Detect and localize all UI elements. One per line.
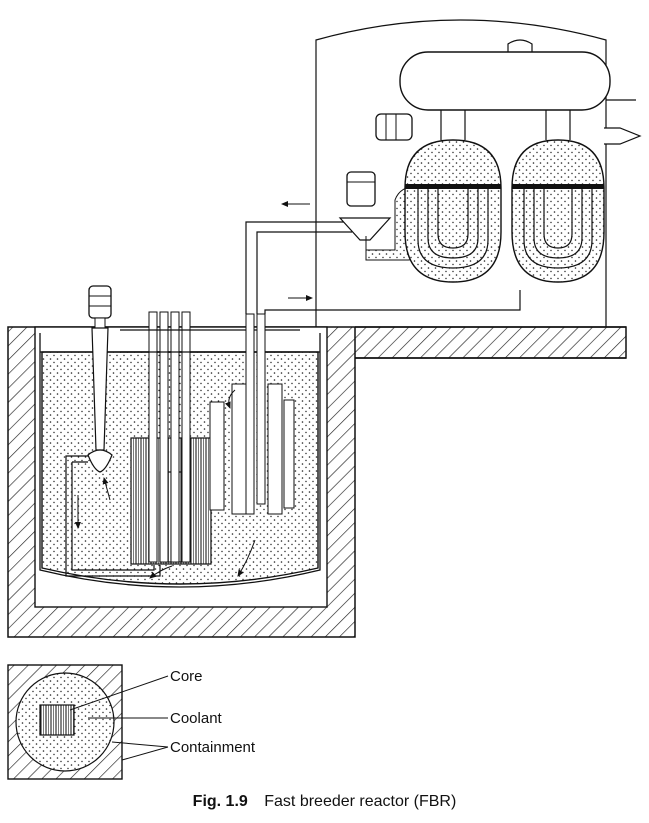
fbr-diagram: Core Coolant Containment [7, 19, 642, 780]
legend-label-coolant: Coolant [170, 710, 223, 727]
legend-label-containment: Containment [170, 739, 256, 756]
reactor-core [120, 311, 300, 565]
primary-pipe-loop [65, 455, 161, 577]
steam-drum [399, 39, 642, 145]
figure-caption: Fig. 1.9 Fast breeder reactor (FBR) [0, 793, 649, 811]
caption-number: Fig. 1.9 [192, 793, 248, 810]
turbine-building [315, 19, 607, 327]
feed-pump [375, 113, 413, 141]
primary-pump [87, 285, 113, 473]
steam-generator-2 [511, 110, 605, 283]
legend-label-core: Core [170, 668, 203, 685]
secondary-piping [245, 201, 521, 314]
intermediate-heat-exchanger [149, 313, 295, 579]
secondary-pump [338, 171, 392, 241]
legend-inset: Core Coolant Containment [7, 664, 256, 780]
caption-title: Fast breeder reactor (FBR) [264, 793, 457, 810]
steam-generator-1 [404, 110, 502, 283]
